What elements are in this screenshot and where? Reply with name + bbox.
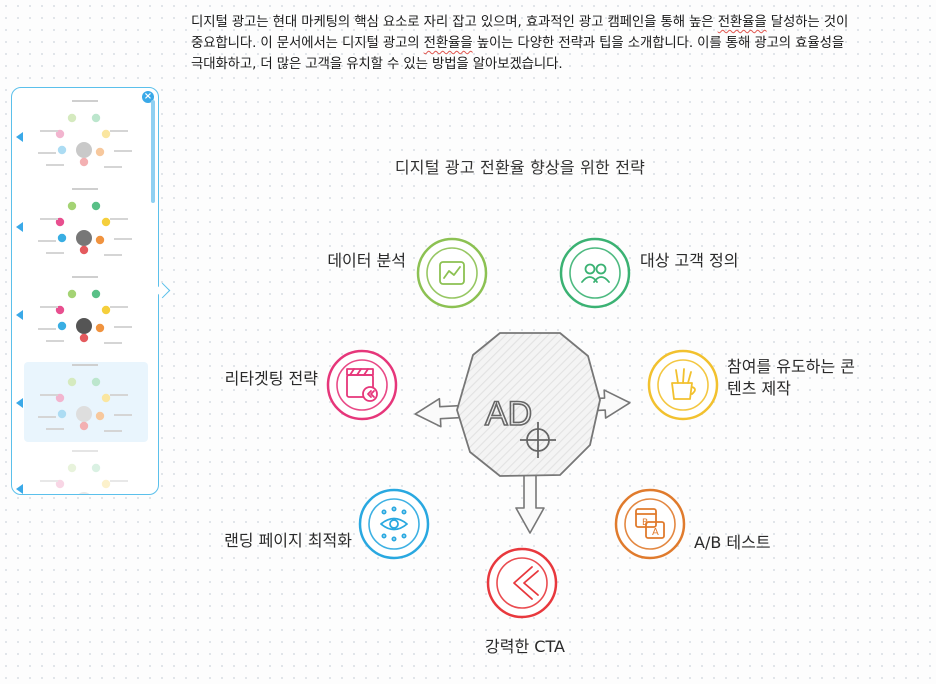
intro-text: 디지털 광고는 현대 마케팅의 핵심 요소로 자리 잡고 있으며, 효과적인 광… xyxy=(191,15,718,30)
line-chart-icon xyxy=(439,261,465,285)
label-retargeting: 리타겟팅 전략 xyxy=(224,369,318,388)
intro-paragraph: 디지털 광고는 현대 마케팅의 핵심 요소로 자리 잡고 있으며, 효과적인 광… xyxy=(191,12,859,75)
svg-text:A: A xyxy=(652,527,659,538)
thumb-slide xyxy=(38,188,132,256)
label-data-analysis: 데이터 분석 xyxy=(327,251,406,270)
label-landing-page: 랜딩 페이지 최적화 xyxy=(224,531,352,550)
navigator-current-thumb[interactable] xyxy=(24,362,148,442)
crosshair-icon xyxy=(520,422,556,458)
thumb-slide xyxy=(38,100,132,168)
pen-cup-icon xyxy=(671,368,696,400)
node-5 xyxy=(486,547,558,619)
center-ad-text: AD xyxy=(485,395,532,433)
nav-arrow-icon-5[interactable] xyxy=(16,484,23,494)
center-ad-shape: AD xyxy=(456,332,601,477)
label-strong-cta: 강력한 CTA xyxy=(485,637,565,656)
clapper-rewind-icon xyxy=(346,368,378,402)
node-3 xyxy=(647,349,719,421)
navigator-scrollbar[interactable] xyxy=(151,100,155,203)
label-target-audience: 대상 고객 정의 xyxy=(640,251,739,270)
node-7 xyxy=(326,349,398,421)
node-4: BA xyxy=(614,488,686,560)
intro-text: 달성하는 것이 중요합니다. 이 문서에서는 디지털 광고의 xyxy=(191,15,849,51)
node-1 xyxy=(416,237,488,309)
navigator-thumbnails xyxy=(38,100,132,494)
nav-arrow-icon-2[interactable] xyxy=(16,222,23,232)
node-2 xyxy=(559,237,631,309)
label-ab-test: A/B 테스트 xyxy=(694,533,771,552)
intro-text: 높이는 다양한 전략과 팁을 소개합니다. 이를 통해 광고의 효율성을 극대화… xyxy=(191,36,845,72)
label-engaging-content: 참여를 유도하는 콘텐츠 제작 xyxy=(727,357,855,398)
ab-browser-icon: BA xyxy=(635,508,665,539)
svg-text:B: B xyxy=(642,518,648,528)
nav-arrow-icon-4[interactable] xyxy=(16,398,23,408)
nav-arrow-icon-1[interactable] xyxy=(16,132,23,142)
people-icon xyxy=(581,263,610,283)
spellcheck-word: 전환율을 xyxy=(717,15,767,30)
eye-network-icon xyxy=(380,506,408,542)
spellcheck-word: 전환율을 xyxy=(423,36,473,51)
thumb-slide xyxy=(38,276,132,344)
node-6 xyxy=(358,488,430,560)
diagram-title: 디지털 광고 전환율 향상을 위한 전략 xyxy=(394,158,646,177)
chevron-left-icon xyxy=(513,566,539,600)
thumb-slide xyxy=(40,450,128,494)
nav-arrow-icon-3[interactable] xyxy=(16,310,23,320)
